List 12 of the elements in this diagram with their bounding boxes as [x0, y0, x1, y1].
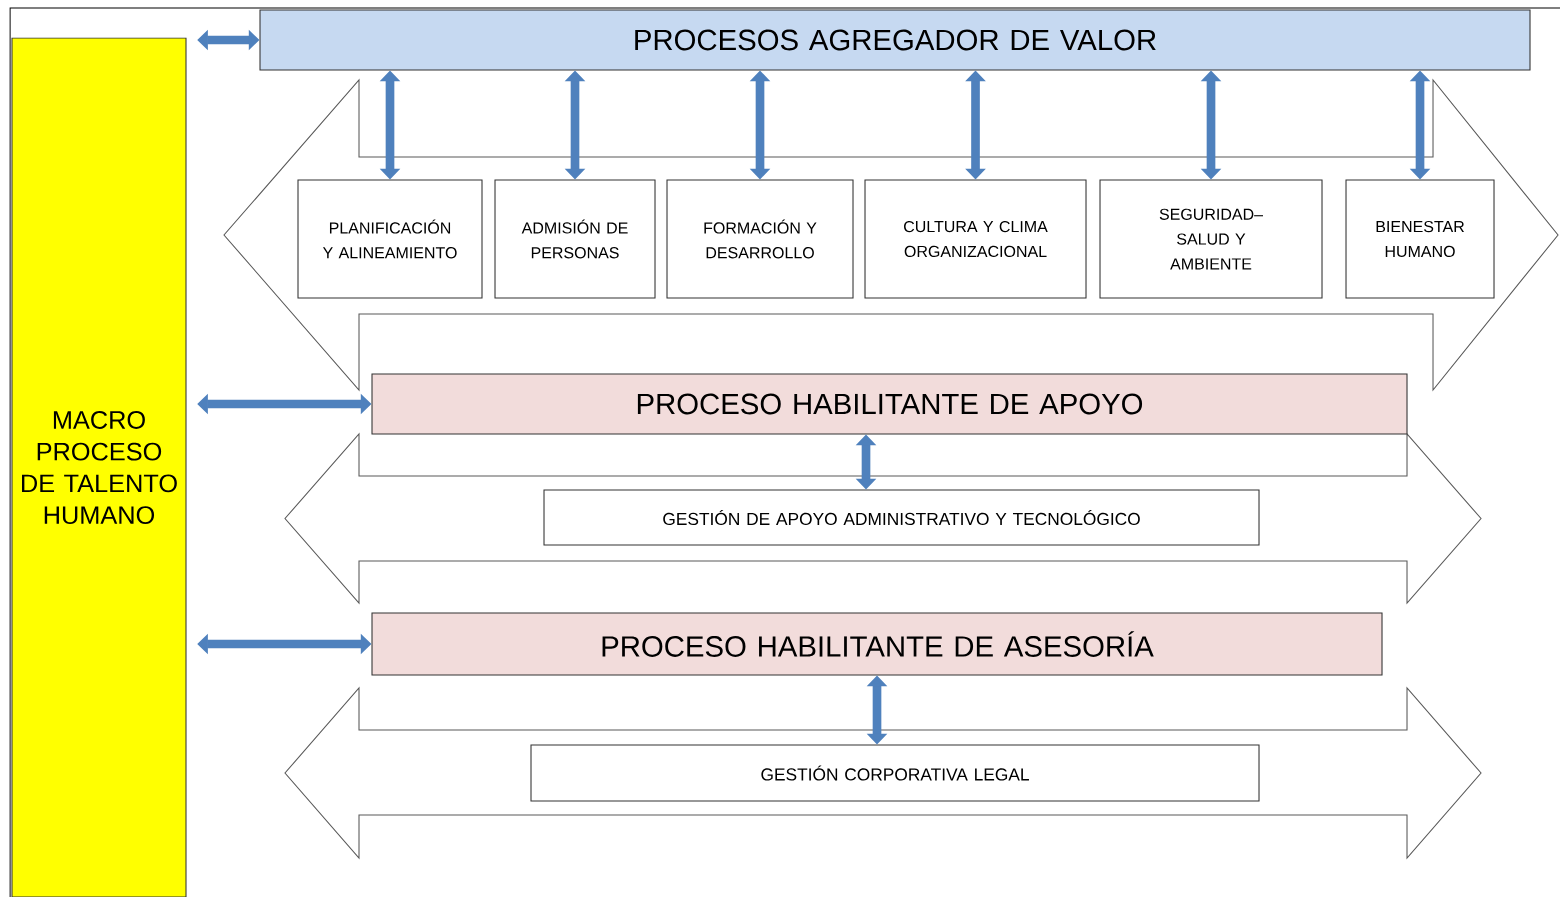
process-box: FORMACIÓN Y DESARROLLO: [666, 179, 854, 299]
process-box: GESTIÓN DE APOYO ADMINISTRATIVO Y TECNOLÓGICO: [543, 489, 1260, 546]
process-bar: PROCESO HABILITANTE DE ASESORÍA: [371, 612, 1383, 676]
process-box: BIENESTAR HUMANO: [1345, 179, 1495, 299]
process-box: SEGURIDAD– SALUD Y AMBIENTE: [1099, 179, 1323, 299]
process-box: ADMISIÓN DE PERSONAS: [494, 179, 656, 299]
process-box: CULTURA Y CLIMA ORGANIZACIONAL: [864, 179, 1087, 299]
process-bar: PROCESOS AGREGADOR DE VALOR: [259, 9, 1531, 71]
process-bar: PROCESO HABILITANTE DE APOYO: [371, 373, 1408, 435]
process-box: GESTIÓN CORPORATIVA LEGAL: [530, 744, 1260, 802]
macro-process-box: MACRO PROCESO DE TALENTO HUMANO: [11, 37, 187, 897]
process-box: PLANIFICACIÓN Y ALINEAMIENTO: [297, 179, 483, 299]
